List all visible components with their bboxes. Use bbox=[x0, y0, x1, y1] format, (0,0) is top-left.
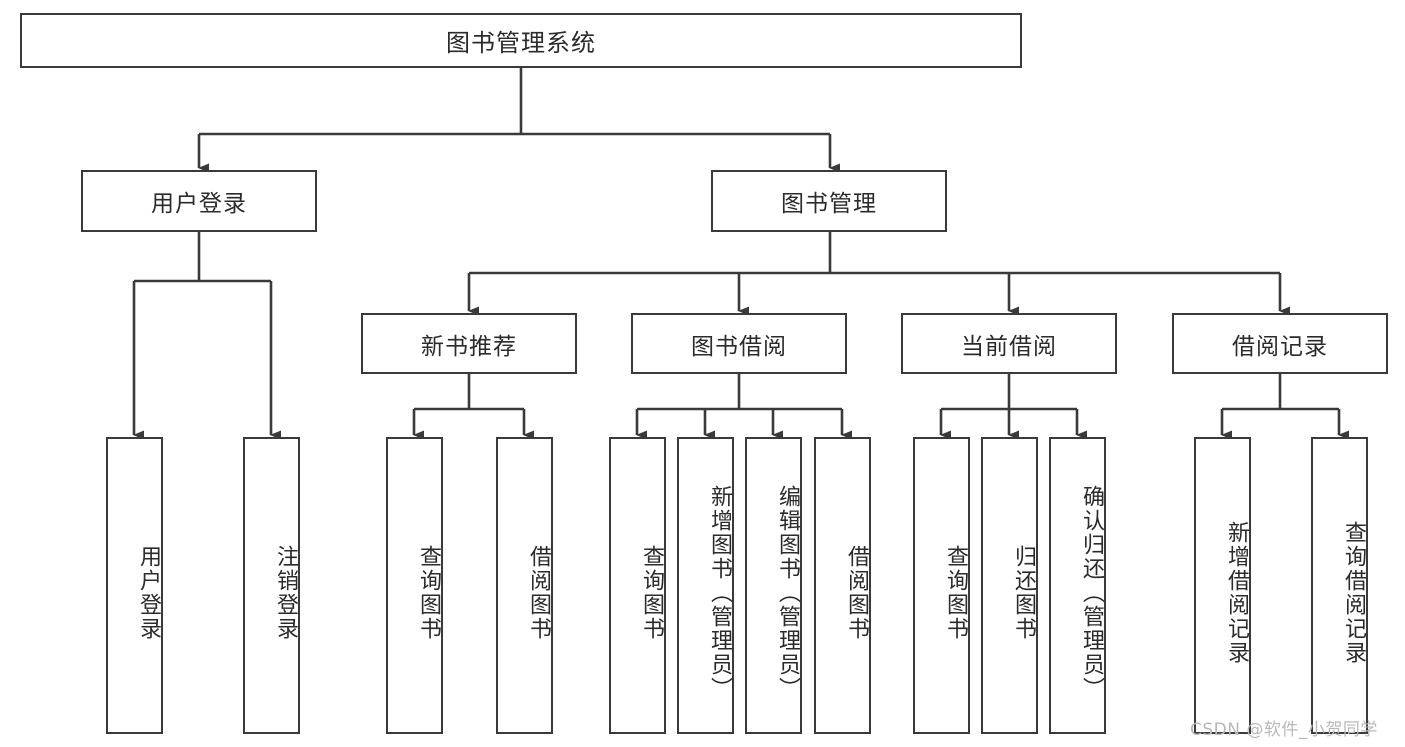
node-leaf-confirm-return[interactable]: 确认归还（管理员） bbox=[1049, 437, 1106, 734]
node-leaf-add-record[interactable]: 新增借阅记录 bbox=[1194, 437, 1251, 734]
node-label: 用户登录 bbox=[136, 544, 161, 641]
node-label: 图书借阅 bbox=[691, 333, 787, 360]
node-label: 图书管理系统 bbox=[446, 29, 596, 57]
node-label: 编辑图书（管理员） bbox=[775, 484, 800, 701]
node-leaf-edit-book[interactable]: 编辑图书（管理员） bbox=[745, 437, 802, 734]
csdn-watermark: CSDN @软件_小贺同学 bbox=[1190, 720, 1378, 740]
node-leaf-return-book[interactable]: 归还图书 bbox=[981, 437, 1038, 734]
node-leaf-logout-login[interactable]: 注销登录 bbox=[243, 437, 300, 734]
node-label: 借阅图书 bbox=[844, 544, 869, 641]
node-leaf-user-login[interactable]: 用户登录 bbox=[106, 437, 163, 734]
node-new-book-recommend[interactable]: 新书推荐 bbox=[361, 313, 577, 374]
node-label: 借阅记录 bbox=[1232, 333, 1328, 360]
node-label: 查询借阅记录 bbox=[1341, 520, 1366, 665]
node-borrow-record[interactable]: 借阅记录 bbox=[1172, 313, 1388, 374]
node-leaf-query-book-3[interactable]: 查询图书 bbox=[913, 437, 970, 734]
node-leaf-borrow-book-1[interactable]: 借阅图书 bbox=[496, 437, 553, 734]
node-book-manage[interactable]: 图书管理 bbox=[711, 170, 947, 232]
node-label: 图书管理 bbox=[781, 191, 877, 217]
node-leaf-query-book-2[interactable]: 查询图书 bbox=[609, 437, 666, 734]
node-label: 当前借阅 bbox=[961, 333, 1057, 360]
node-label: 归还图书 bbox=[1011, 544, 1036, 641]
node-label: 用户登录 bbox=[151, 191, 247, 217]
node-leaf-borrow-book-2[interactable]: 借阅图书 bbox=[814, 437, 871, 734]
node-label: 查询图书 bbox=[943, 544, 968, 641]
node-label: 新增图书（管理员） bbox=[707, 484, 732, 701]
node-label: 查询图书 bbox=[639, 544, 664, 641]
node-leaf-query-record[interactable]: 查询借阅记录 bbox=[1311, 437, 1368, 734]
node-leaf-query-book-1[interactable]: 查询图书 bbox=[386, 437, 443, 734]
node-user-login[interactable]: 用户登录 bbox=[81, 170, 317, 232]
node-label: 新增借阅记录 bbox=[1224, 520, 1249, 665]
node-book-borrow[interactable]: 图书借阅 bbox=[631, 313, 847, 374]
node-label: 确认归还（管理员） bbox=[1079, 484, 1104, 701]
node-label: 新书推荐 bbox=[421, 333, 517, 360]
node-leaf-add-book[interactable]: 新增图书（管理员） bbox=[677, 437, 734, 734]
node-label: 查询图书 bbox=[416, 544, 441, 641]
node-current-borrow[interactable]: 当前借阅 bbox=[901, 313, 1117, 374]
node-label: 借阅图书 bbox=[526, 544, 551, 641]
node-label: 注销登录 bbox=[273, 544, 298, 641]
node-system-title[interactable]: 图书管理系统 bbox=[20, 13, 1022, 68]
